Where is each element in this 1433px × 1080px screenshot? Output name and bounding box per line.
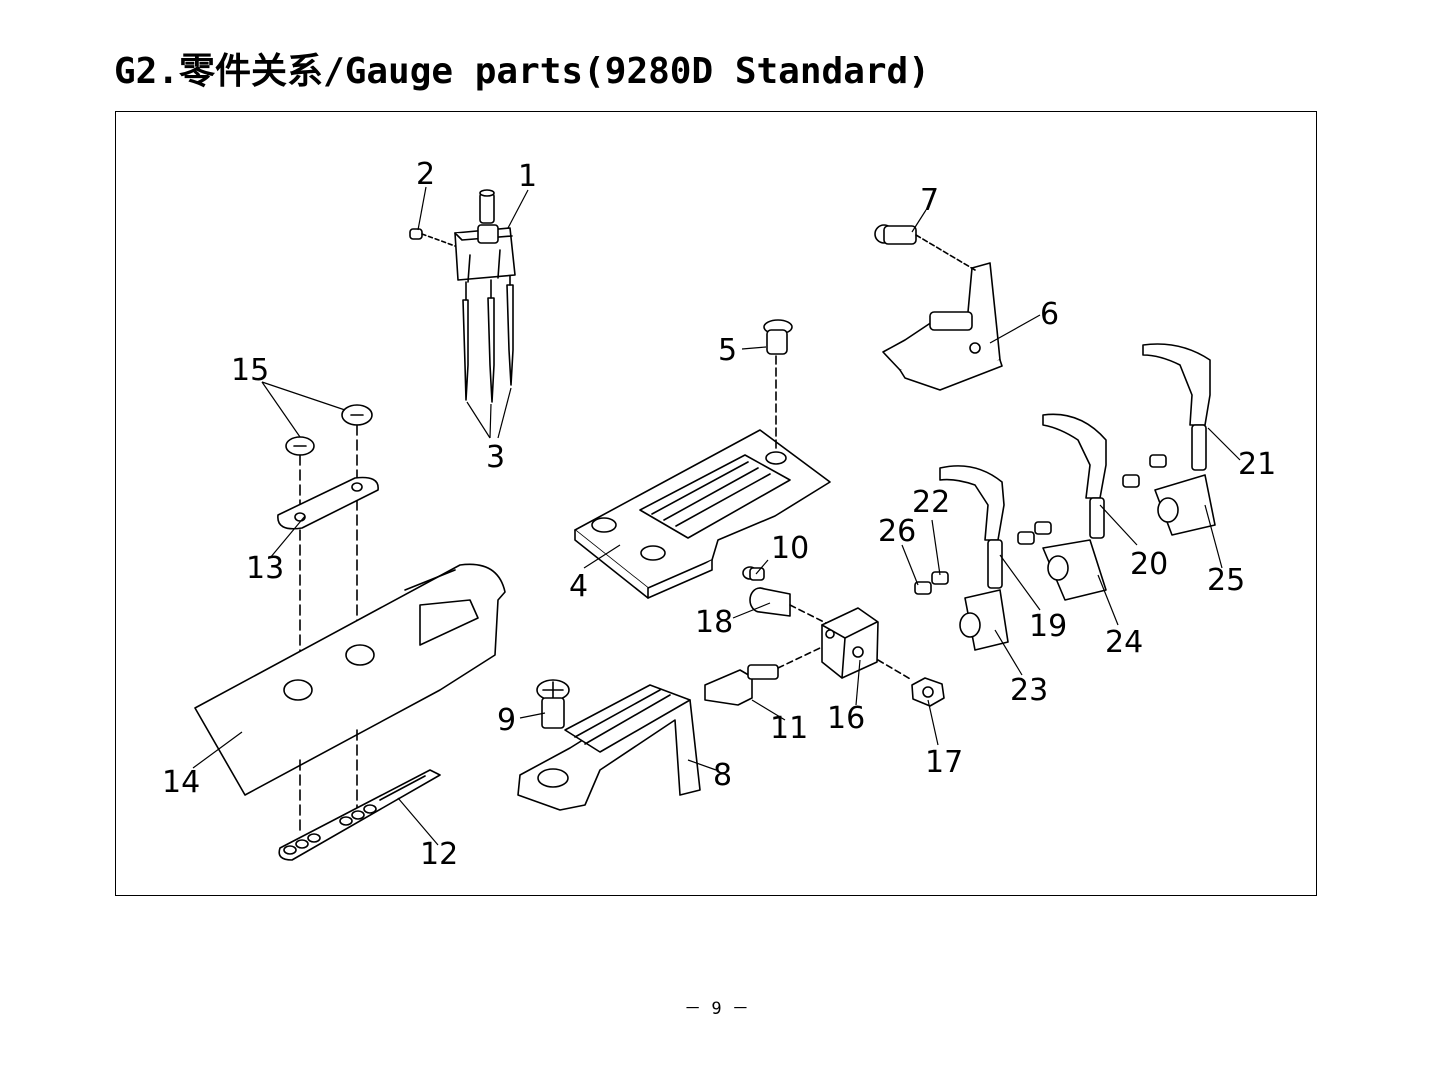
shaft-part [749, 587, 831, 626]
callout-5: 5 [718, 333, 737, 368]
feed-dog-part [517, 684, 701, 811]
guide-part [704, 647, 821, 706]
callout-23: 23 [1010, 673, 1048, 708]
callout-26: 26 [878, 514, 916, 549]
presser-foot-part [882, 262, 1003, 391]
callout-15: 15 [231, 353, 269, 388]
hook-guard-right-part [1122, 343, 1216, 536]
callout-9: 9 [497, 703, 516, 738]
callout-14: 14 [162, 765, 200, 800]
callout-16: 16 [827, 701, 865, 736]
page-number: － 9 － [684, 999, 749, 1019]
needles-part [462, 275, 514, 403]
callout-1: 1 [518, 159, 537, 194]
callout-12: 12 [420, 837, 458, 872]
callout-17: 17 [925, 745, 963, 780]
callout-19: 19 [1029, 609, 1067, 644]
callout-20: 20 [1130, 547, 1168, 582]
callout-8: 8 [713, 758, 732, 793]
callout-13: 13 [246, 551, 284, 586]
cover-plate-part [194, 563, 506, 831]
hook-guard-left-part [914, 465, 1009, 651]
callout-10: 10 [771, 531, 809, 566]
nut-part [911, 677, 945, 707]
callout-7: 7 [920, 183, 939, 218]
callout-22: 22 [912, 485, 950, 520]
callout-3: 3 [486, 440, 505, 475]
needle-plate-part [574, 429, 831, 599]
callout-4: 4 [569, 569, 588, 604]
hook-guard-center-part [1017, 413, 1107, 601]
needle-plate-screw-part [763, 319, 793, 451]
callout-18: 18 [695, 605, 733, 640]
small-plate-part [277, 476, 379, 530]
callout-2: 2 [416, 157, 435, 192]
needle-set-screw-part [409, 228, 456, 247]
page-title: G2.零件关系/Gauge parts(9280D Standard) [114, 51, 930, 92]
feed-dog-screw-part [536, 679, 570, 729]
callout-6: 6 [1040, 297, 1059, 332]
callout-25: 25 [1207, 563, 1245, 598]
callout-21: 21 [1238, 447, 1276, 482]
block-part [821, 607, 913, 681]
bottom-plate-part [278, 769, 441, 861]
callout-24: 24 [1105, 625, 1143, 660]
callout-11: 11 [770, 711, 808, 746]
presser-foot-screw-part [874, 224, 976, 271]
needle-clamp-part [454, 189, 516, 283]
diagram-frame [115, 111, 1317, 896]
